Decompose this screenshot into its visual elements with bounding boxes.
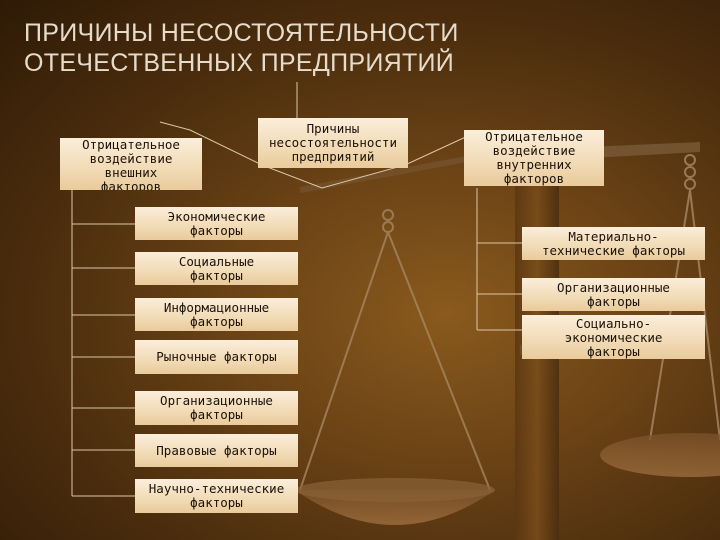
external-item-economic: Экономические факторы — [135, 207, 298, 240]
slide-title: ПРИЧИНЫ НЕСОСТОЯТЕЛЬНОСТИ ОТЕЧЕСТВЕННЫХ … — [24, 18, 664, 78]
external-item-legal: Правовые факторы — [135, 434, 298, 467]
external-item-market: Рыночные факторы — [135, 340, 298, 374]
internal-factors-header: Отрицательное воздействие внутренних фак… — [464, 130, 604, 186]
center-box-causes: Причины несостоятельности предприятий — [258, 118, 408, 168]
internal-item-organizational: Организационные факторы — [522, 278, 705, 311]
internal-item-material-technical: Материально- технические факторы — [522, 227, 705, 260]
external-item-information: Информационные факторы — [135, 298, 298, 331]
external-item-organizational: Организационные факторы — [135, 391, 298, 425]
internal-item-socio-economic: Социально- экономические факторы — [522, 315, 705, 359]
external-factors-header: Отрицательное воздействие внешних фактор… — [60, 138, 202, 190]
external-item-scientific-technical: Научно-технические факторы — [135, 479, 298, 513]
external-item-social: Социальные факторы — [135, 252, 298, 285]
